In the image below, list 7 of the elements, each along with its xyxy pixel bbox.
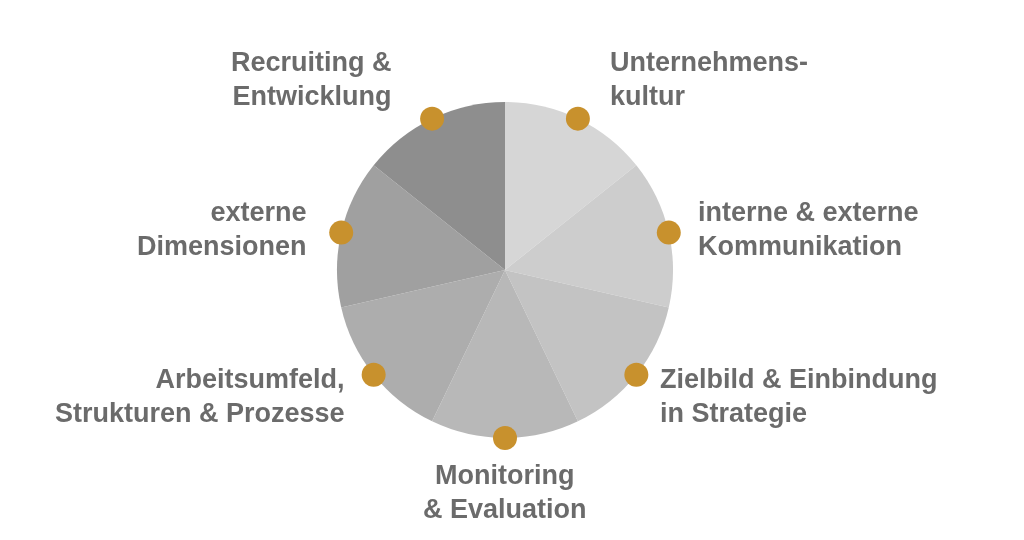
segment-label: Arbeitsumfeld, Strukturen & Prozesse [55, 363, 345, 430]
segment-label: Recruiting & Entwicklung [231, 46, 392, 113]
segment-label: externe Dimensionen [137, 196, 307, 263]
segment-label: Unternehmens- kultur [610, 46, 809, 113]
segment-label: interne & externe Kommunikation [698, 196, 919, 263]
segment-label: Monitoring & Evaluation [423, 459, 587, 526]
segment-label: Zielbild & Einbindung in Strategie [660, 363, 938, 430]
